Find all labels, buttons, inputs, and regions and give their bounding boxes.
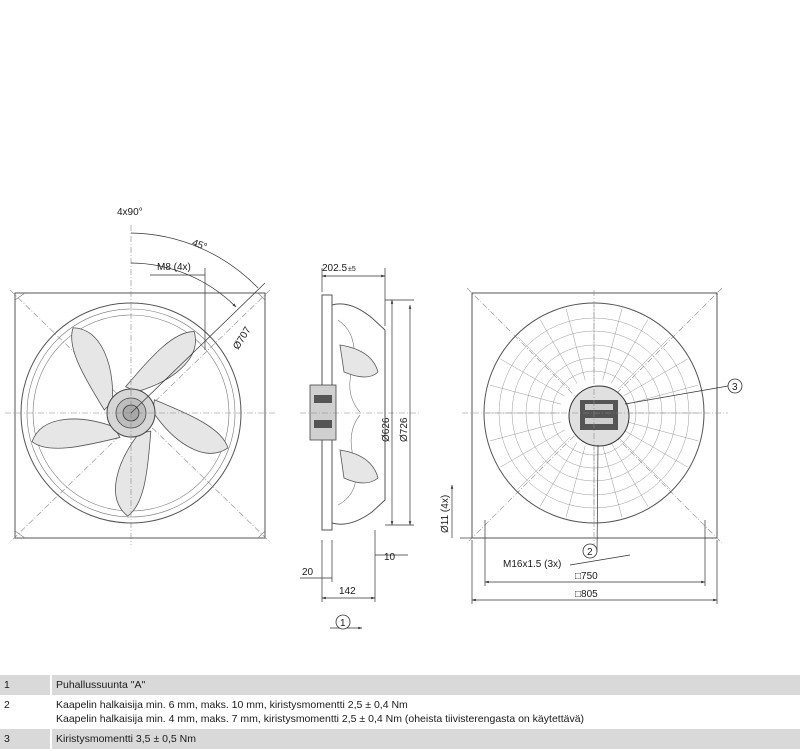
dim-depth-tolerance: ±5 [348,266,356,273]
dim-angle-pattern: 4x90° [117,207,143,218]
callout-3-label: 3 [732,382,738,393]
callout-2-label: 2 [587,547,593,558]
dim-thread-back: M16x1.5 (3x) [503,559,561,570]
legend-table: 1 Puhallussuunta "A" 2 Kaapelin halkaisi… [0,675,800,749]
legend-text: Puhallussuunta "A" [51,675,800,695]
legend-row: 1 Puhallussuunta "A" [0,675,800,695]
callout-3 [727,378,743,394]
side-view [300,268,420,630]
legend-line: Kaapelin halkaisija min. 4 mm, maks. 7 m… [56,713,585,725]
dim-square-inner: □750 [575,571,598,582]
callout-2 [582,543,598,559]
dim-inner-diameter: Ø626 [381,417,392,442]
callout-1-label: 1 [340,618,346,629]
legend-num: 3 [0,729,52,749]
front-view [5,225,275,545]
legend-line: Puhallussuunta "A" [56,679,146,691]
dim-outer-diameter: Ø726 [399,417,410,442]
fan-blade [152,399,229,454]
fan-blade [115,430,152,517]
legend-line: Kaapelin halkaisija min. 6 mm, maks. 10 … [56,699,408,711]
legend-text: Kiristysmomentti 3,5 ± 0,5 Nm [51,729,800,749]
dim-holes: Ø11 (4x) [440,495,451,533]
dim-depth: 202.5 [322,263,347,274]
rear-plate [471,292,718,539]
side-housing [331,303,386,525]
dim-flange: 10 [384,552,396,563]
legend-text: Kaapelin halkaisija min. 6 mm, maks. 10 … [51,695,800,729]
dim-hub-depth: 142 [339,586,356,597]
legend-row: 3 Kiristysmomentti 3,5 ± 0,5 Nm [0,729,800,749]
callout-1 [335,614,351,630]
dim-bolt-circle: Ø707 [231,325,254,352]
motor-box [309,384,337,441]
dim-square-outer: □805 [575,589,598,600]
dim-offset: 20 [302,567,314,578]
angle-arc [130,232,259,289]
dim-thread-front: M8 (4x) [157,262,191,273]
legend-num: 1 [0,675,52,695]
front-plate [14,292,266,539]
fan-blade [71,327,113,411]
legend-row: 2 Kaapelin halkaisija min. 6 mm, maks. 1… [0,695,800,729]
legend-line: Kiristysmomentti 3,5 ± 0,5 Nm [56,733,196,745]
dim-angle: 45° [190,238,208,254]
rear-view [450,287,729,604]
legend-num: 2 [0,695,52,729]
fan-blade [31,418,121,449]
technical-drawing: 4x90° 45° M8 (4x) Ø707 202.5 ±5 Ø626 Ø72… [5,207,743,630]
